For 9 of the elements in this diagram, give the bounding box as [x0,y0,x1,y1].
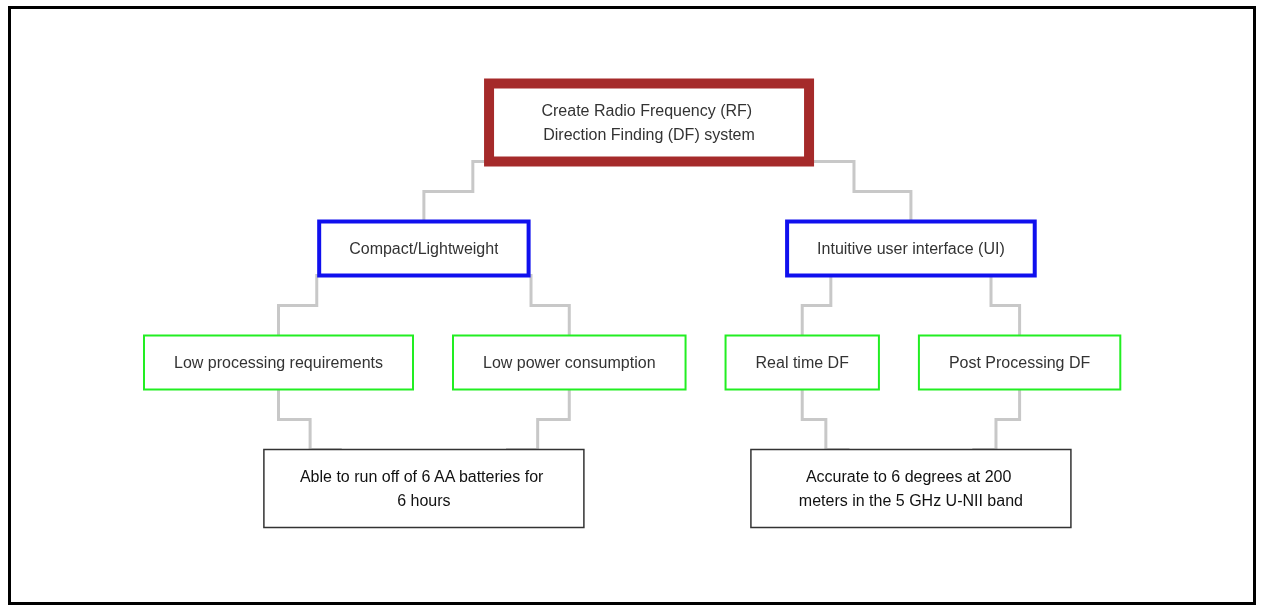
node-box: Compact/Lightweight [317,219,531,278]
node-box: Able to run off of 6 AA batteries for 6 hours [263,448,585,529]
node-box: Create Radio Frequency (RF) Direction Finding (DF) system [483,78,814,167]
node-box: Accurate to 6 degrees at 200 meters in the 5 GHz U-NII band [750,448,1072,529]
node-box: Post Processing DF [917,334,1122,391]
node-box: Low power consumption [451,334,687,391]
node-box: Intuitive user interface (UI) [784,219,1037,278]
node-box: Low processing requirements [142,334,414,391]
node-box: Real time DF [724,334,880,391]
